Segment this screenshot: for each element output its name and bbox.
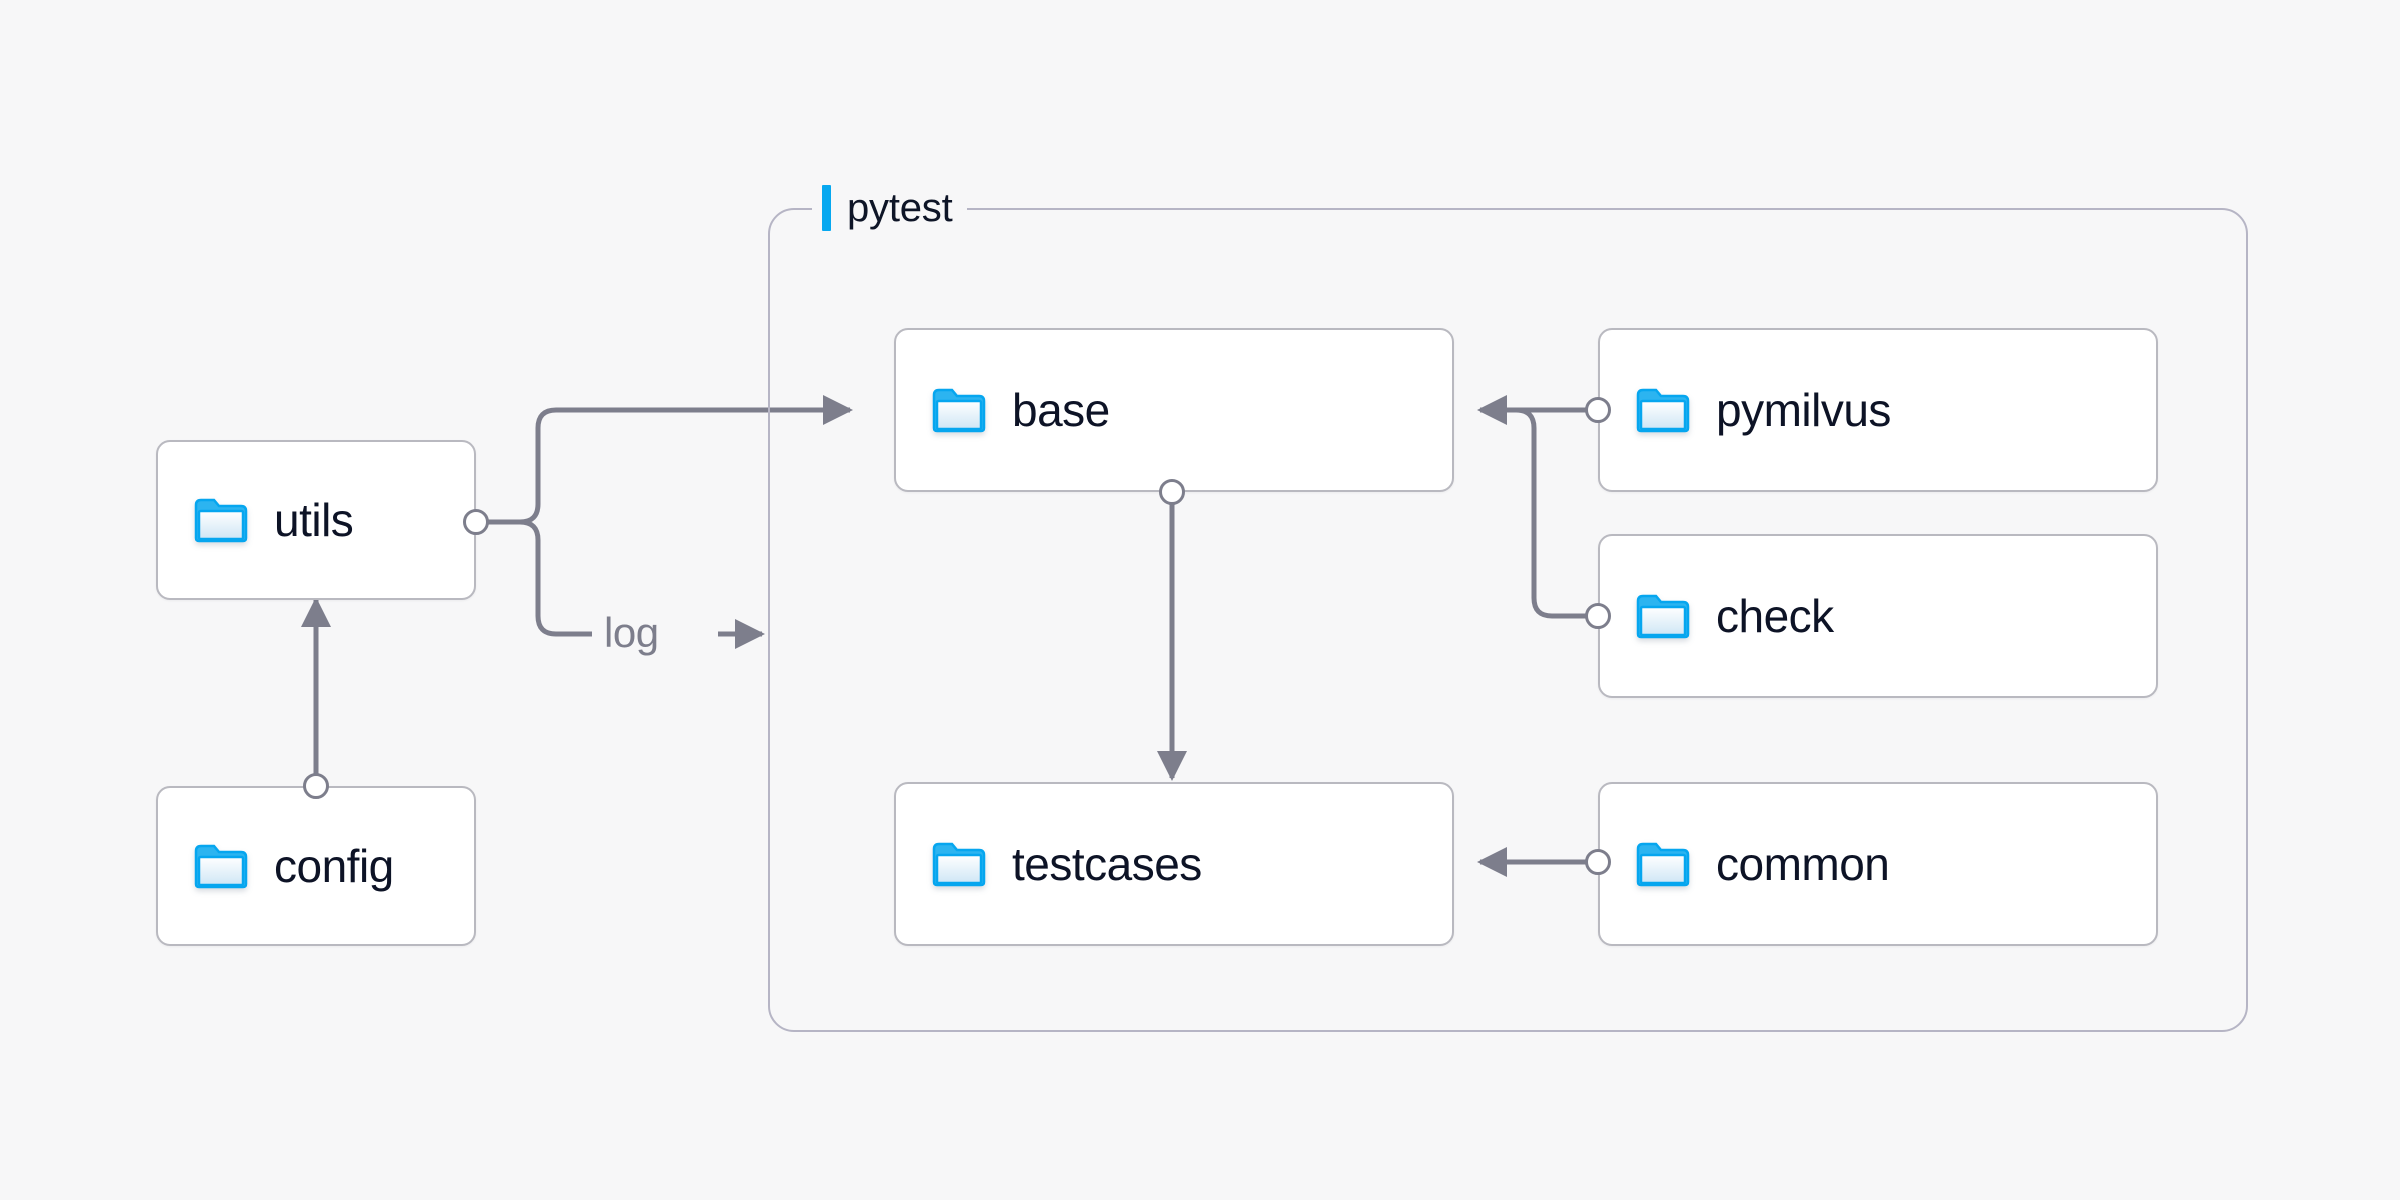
node-testcases[interactable]: testcases bbox=[894, 782, 1454, 946]
node-utils-label: utils bbox=[274, 494, 354, 546]
node-pymilvus[interactable]: pymilvus bbox=[1598, 328, 2158, 492]
port-check-left[interactable] bbox=[1585, 603, 1611, 629]
edge-utils-log bbox=[488, 519, 592, 637]
folder-icon bbox=[1636, 593, 1690, 639]
edge-check-base bbox=[1480, 407, 1586, 619]
port-utils-right[interactable] bbox=[463, 509, 489, 535]
folder-icon bbox=[194, 843, 248, 889]
edge-label-log: log bbox=[604, 609, 659, 656]
node-base-label: base bbox=[1012, 384, 1110, 436]
port-config-top[interactable] bbox=[303, 773, 329, 799]
folder-icon bbox=[1636, 387, 1690, 433]
port-pymilvus-left[interactable] bbox=[1585, 397, 1611, 423]
port-common-left[interactable] bbox=[1585, 849, 1611, 875]
folder-icon bbox=[932, 841, 986, 887]
node-utils[interactable]: utils bbox=[156, 440, 476, 600]
group-accent-bar bbox=[822, 185, 831, 231]
group-title-label: pytest bbox=[847, 186, 953, 230]
node-config[interactable]: config bbox=[156, 786, 476, 946]
node-check[interactable]: check bbox=[1598, 534, 2158, 698]
folder-icon bbox=[932, 387, 986, 433]
node-common[interactable]: common bbox=[1598, 782, 2158, 946]
folder-icon bbox=[1636, 841, 1690, 887]
folder-icon bbox=[194, 497, 248, 543]
port-base-bottom[interactable] bbox=[1159, 479, 1185, 505]
node-config-label: config bbox=[274, 840, 394, 892]
group-pytest[interactable] bbox=[768, 208, 2248, 1032]
node-base[interactable]: base bbox=[894, 328, 1454, 492]
node-testcases-label: testcases bbox=[1012, 838, 1202, 890]
group-pytest-title: pytest bbox=[812, 180, 967, 236]
node-common-label: common bbox=[1716, 838, 1890, 890]
node-check-label: check bbox=[1716, 590, 1834, 642]
node-pymilvus-label: pymilvus bbox=[1716, 384, 1891, 436]
